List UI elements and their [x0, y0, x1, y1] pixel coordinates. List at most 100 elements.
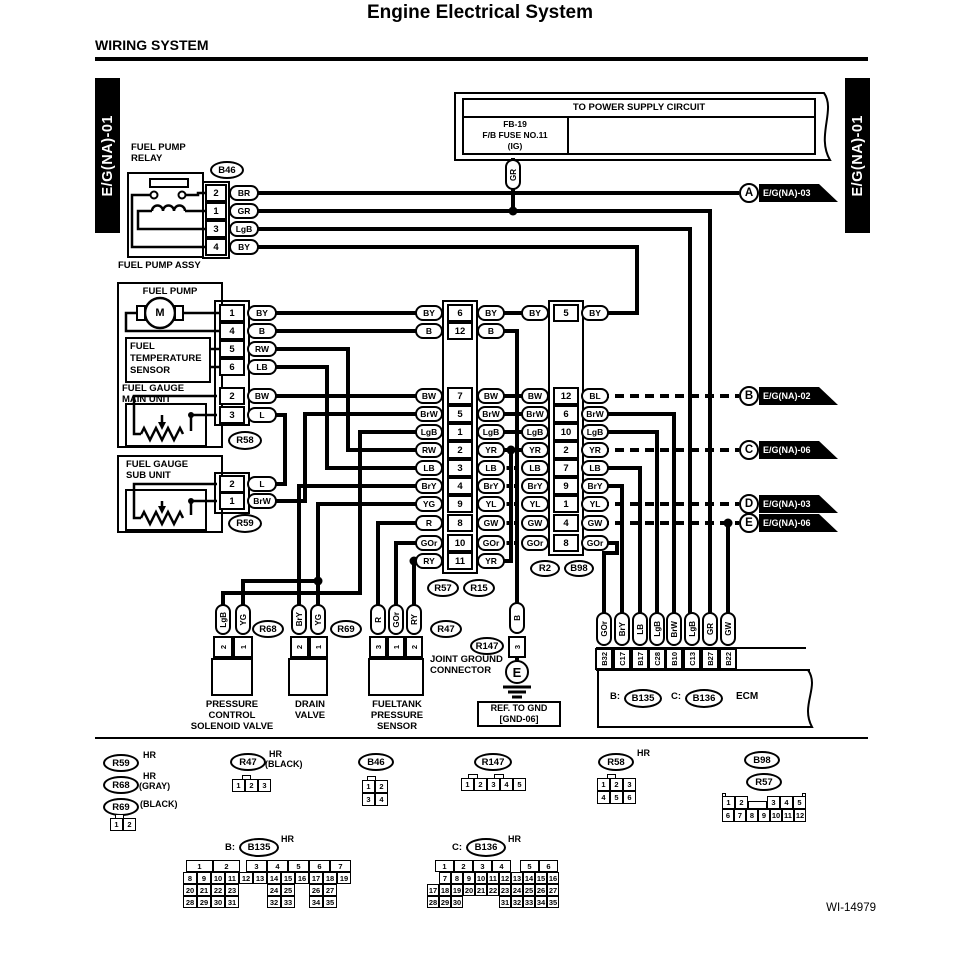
pin-number: 6	[219, 358, 245, 376]
pin-cell: 2	[610, 778, 623, 791]
wire-label: BrY	[294, 612, 304, 627]
pin-cell: 4	[267, 860, 288, 872]
pin-cell: 15	[535, 872, 547, 884]
pin-cell: 16	[547, 872, 559, 884]
pin-cell: 29	[439, 896, 451, 908]
ground-ref-text: REF. TO GND	[490, 703, 548, 714]
wire-label: LB	[477, 460, 505, 476]
component-name: FUEL GAUGE	[122, 383, 185, 394]
sheet-id: E/G(NA)-01	[849, 114, 866, 197]
offsheet-flag	[759, 495, 838, 513]
device-body	[368, 658, 424, 696]
pin-number: 1	[387, 636, 405, 658]
wire-label: BL	[581, 388, 609, 404]
wire-label: B	[512, 615, 522, 621]
connector-id: R57	[746, 773, 782, 791]
pin-cell: 8	[746, 809, 758, 822]
pin-cell: 14	[523, 872, 535, 884]
offsheet-arrow-id: A	[739, 183, 759, 203]
pin-number: B22	[719, 648, 737, 670]
connector-note: HR	[143, 771, 156, 781]
motor-symbol: M	[155, 306, 165, 319]
device-name: FUELTANK	[372, 699, 422, 710]
wire-label: BY	[415, 305, 443, 321]
pin-cell: 5	[288, 860, 309, 872]
device-name: CONTROL	[208, 710, 256, 721]
pin-number: 1	[447, 423, 473, 441]
connector-id: B98	[564, 560, 594, 577]
pin-cell: 2	[735, 796, 748, 809]
rules	[95, 57, 868, 739]
offsheet-flag	[759, 441, 838, 459]
pin-number: 8	[447, 514, 473, 532]
wire-label: RW	[415, 442, 443, 458]
pin-number: 1	[205, 202, 227, 220]
wire-label: GR	[508, 168, 518, 181]
pin-number: 3	[369, 636, 387, 658]
pin-number: C17	[613, 648, 631, 670]
pin-cell: 2	[474, 778, 487, 791]
device-name: VALVE	[294, 710, 326, 721]
pin-cell: 4	[597, 791, 610, 804]
pin-cell: 1	[435, 860, 454, 872]
wire-label: LgB	[687, 621, 697, 637]
pin-cell: 11	[782, 809, 794, 822]
pin-number: 1	[238, 644, 248, 650]
pin-number: 10	[447, 534, 473, 552]
wire-label: GOr	[599, 621, 609, 637]
offsheet-arrow-ref: E/G(NA)-06	[763, 518, 811, 528]
wire-label: LgB	[521, 424, 549, 440]
pin-number: 11	[447, 552, 473, 570]
sheet-banner-right: E/G(NA)-01	[845, 78, 870, 233]
pin-cell: 31	[225, 896, 239, 908]
pin-cell: 5	[610, 791, 623, 804]
pin-number: C13	[687, 652, 697, 666]
pin-cell: 1	[362, 780, 375, 793]
wire-label: BW	[521, 388, 549, 404]
connector-note: HR	[269, 749, 282, 759]
component-name: TEMPERATURE	[130, 353, 202, 364]
pin-cell: 30	[211, 896, 225, 908]
offsheet-arrow-id: D	[739, 494, 759, 514]
device-body	[288, 658, 328, 696]
wire-label: GR	[229, 203, 259, 219]
pin-cell: 19	[337, 872, 351, 884]
wire-label: GOr	[477, 535, 505, 551]
pin-cell: 3	[487, 778, 500, 791]
pin-number: 12	[553, 387, 579, 405]
ecm-name: ECM	[736, 691, 759, 702]
wire-label: GW	[581, 515, 609, 531]
pin-cell: 8	[451, 872, 463, 884]
wire-label: YG	[310, 604, 326, 635]
pin-cell: 1	[461, 778, 474, 791]
wire-label: L	[247, 476, 277, 492]
connector-note: HR	[637, 748, 650, 758]
pin-cell: 13	[253, 872, 267, 884]
connector-id: R57	[427, 579, 459, 597]
pin-cell: 6	[722, 809, 734, 822]
pin-number: B10	[669, 652, 679, 666]
pin-cell: 10	[475, 872, 487, 884]
pin-number: 10	[553, 423, 579, 441]
pin-number: 1	[309, 636, 328, 658]
pin-cell: 7	[439, 872, 451, 884]
pin-cell: 7	[734, 809, 746, 822]
pin-number: 2	[447, 441, 473, 459]
pin-number: 1	[391, 644, 401, 650]
connector-id: B135	[239, 838, 279, 857]
component-name: FUEL GAUGE	[126, 459, 189, 470]
wire-label: B	[477, 323, 505, 339]
pin-cell: 22	[211, 884, 225, 896]
wire-label: LB	[635, 623, 645, 635]
wire-label: RY	[409, 614, 419, 625]
wire-label: R	[373, 616, 383, 623]
pin-cell: 3	[767, 796, 780, 809]
pin-cell: 15	[281, 872, 295, 884]
wire-label: GW	[720, 612, 736, 646]
pin-cell: 4	[500, 778, 513, 791]
pin-cell: 31	[499, 896, 511, 908]
wire-label: BrW	[477, 406, 505, 422]
wire-label: YG	[313, 613, 323, 626]
wire-label: YR	[477, 442, 505, 458]
wire-label: GOr	[596, 612, 612, 646]
